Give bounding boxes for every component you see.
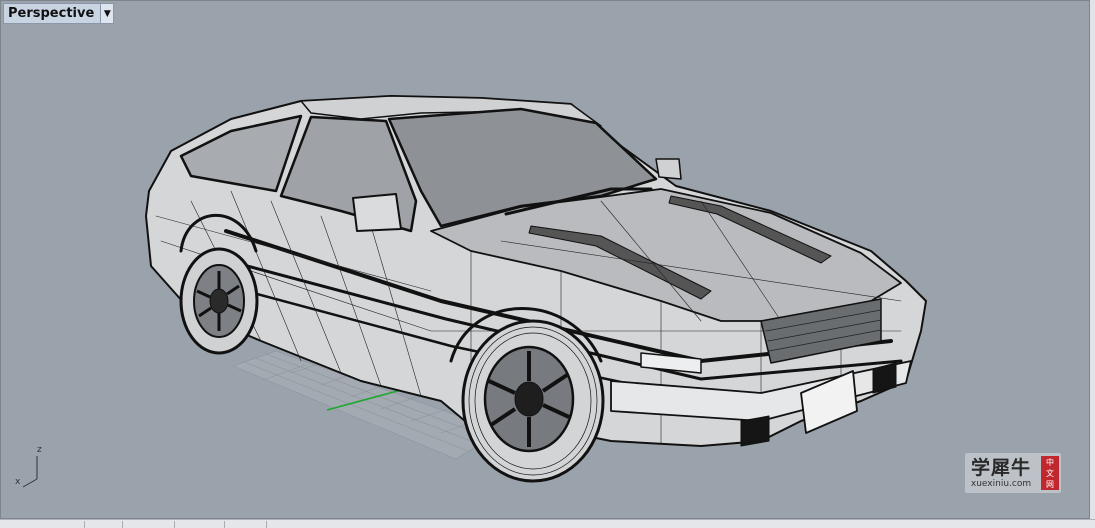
mesh-lines: [155, 190, 902, 444]
hood-vent-right: [668, 195, 832, 264]
viewport-tab[interactable]: [266, 521, 297, 528]
fog-light-right: [872, 362, 897, 394]
windshield: [387, 107, 658, 228]
z-axis-label: z: [37, 445, 42, 455]
front-wheel: [461, 319, 605, 483]
window-edge: [1090, 0, 1095, 519]
car-model: [145, 95, 927, 447]
rear-wheel: [179, 247, 259, 355]
side-window-rear: [179, 114, 303, 193]
watermark-seal: 中 文 网: [1041, 456, 1059, 490]
viewport-tabs-bar: [0, 519, 1095, 528]
headlight: [640, 352, 702, 374]
fog-light-left: [740, 415, 770, 447]
front-bumper: [610, 360, 912, 422]
license-plate: [800, 370, 858, 434]
mirror-right: [655, 158, 682, 180]
axis-triad: [22, 456, 38, 488]
hood-vent-left: [528, 225, 712, 300]
watermark-name: 学犀牛: [970, 456, 1031, 479]
front-fender: [449, 307, 603, 363]
viewport-tab[interactable]: [174, 521, 225, 528]
site-watermark: 学犀牛 xuexiniu.com 中 文 网: [965, 453, 1061, 493]
viewport-tab[interactable]: [84, 521, 123, 528]
viewport-title[interactable]: Perspective: [8, 6, 95, 21]
side-mirror: [352, 193, 402, 232]
viewport-title-tab[interactable]: Perspective ▼: [3, 3, 115, 24]
x-axis-label: x: [15, 477, 21, 487]
hood: [430, 188, 902, 322]
viewport-canvas[interactable]: [1, 1, 1090, 519]
triangle-down-icon[interactable]: ▼: [100, 4, 114, 23]
x-axis-line: [326, 389, 402, 411]
perspective-viewport[interactable]: Perspective ▼: [0, 0, 1090, 519]
grille-slats: [765, 309, 882, 352]
watermark-url: xuexiniu.com: [970, 478, 1032, 489]
viewport-tab[interactable]: [122, 521, 175, 528]
viewport-tab[interactable]: [224, 521, 267, 528]
rear-fender: [179, 213, 258, 253]
wipers: [504, 187, 653, 216]
